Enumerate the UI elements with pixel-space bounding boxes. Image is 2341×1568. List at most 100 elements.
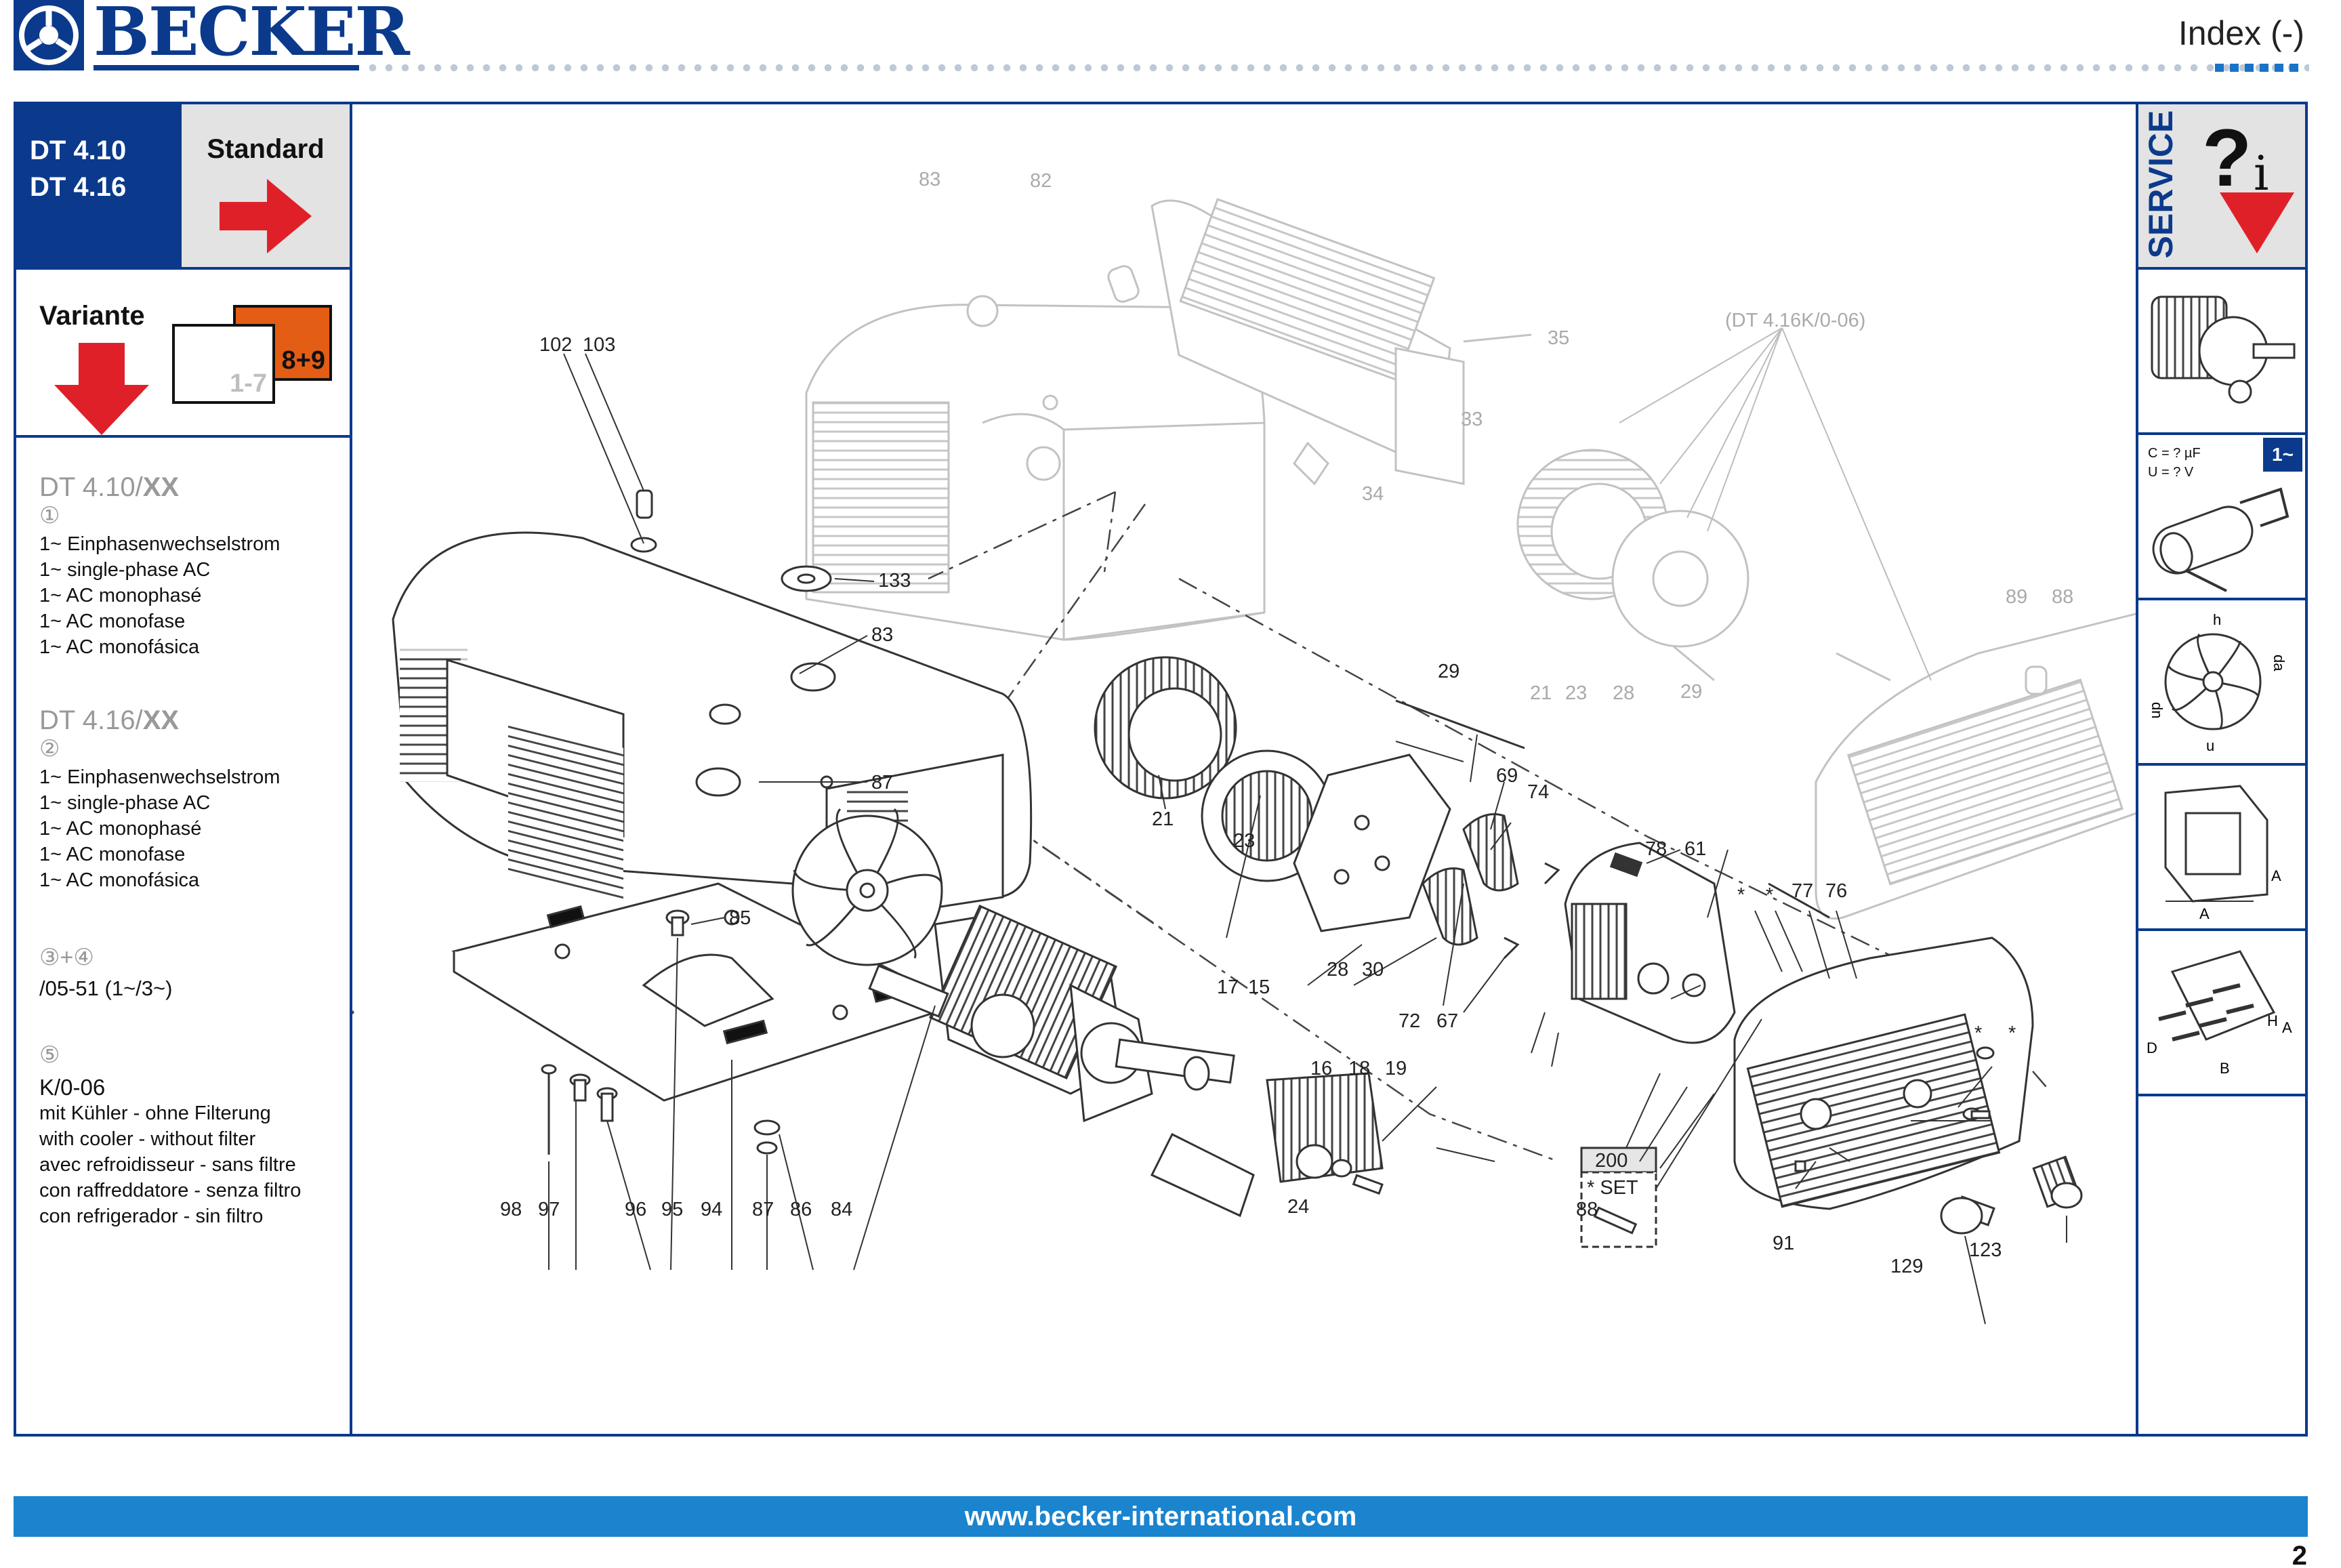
becker-logo-mark-icon	[14, 0, 84, 70]
left-info-panel: DT 4.10 DT 4.16 Standard Variante 8+9 1-…	[14, 102, 352, 1437]
label-33: 33	[1461, 409, 1483, 430]
label-17: 17	[1217, 976, 1239, 998]
label-123: 123	[1969, 1239, 2002, 1261]
label-21: 21	[1152, 808, 1174, 830]
variant-cards[interactable]: 8+9 1-7	[172, 305, 332, 407]
label-83: 83	[871, 624, 893, 646]
page-number: 2	[2292, 1541, 2307, 1568]
label-96: 96	[625, 1199, 646, 1220]
label-129: 129	[1890, 1256, 1923, 1277]
label-87: 87	[752, 1199, 774, 1220]
model-dt410: DT 4.10	[30, 136, 127, 165]
label-87-top: 87	[871, 772, 893, 793]
label-78: 78	[1645, 838, 1667, 860]
service-thumb-motor[interactable]	[2138, 270, 2305, 434]
label-74: 74	[1527, 781, 1549, 803]
label-23: 23	[1233, 830, 1255, 852]
exploded-view-panel: 83 82 35 33 34 89 88 90 21 23 28 29 (DT …	[350, 102, 2138, 1437]
footer-bar: www.becker-international.com	[14, 1496, 2308, 1537]
label-35: 35	[1548, 327, 1569, 349]
label-set: * SET	[1587, 1177, 1638, 1199]
part-set-box-200	[1580, 1018, 1762, 1248]
variant-k-0-06: ⑤ K/0-06 mit Kühler - ohne Filterung wit…	[39, 1042, 302, 1227]
svg-text:h: h	[2213, 611, 2221, 628]
service-button[interactable]: SERVICE ? i	[2138, 104, 2305, 268]
label-34: 34	[1362, 483, 1384, 505]
label-69: 69	[1496, 765, 1518, 787]
label-67: 67	[1436, 1010, 1458, 1032]
arrow-right-icon	[220, 179, 312, 253]
label-23-ghost: 23	[1565, 682, 1587, 704]
service-label: SERVICE	[2142, 110, 2180, 259]
standard-button[interactable]: Standard	[182, 104, 350, 268]
label-star-4: *	[2008, 1023, 2016, 1044]
label-19: 19	[1385, 1058, 1407, 1079]
svg-text:i: i	[2254, 146, 2269, 201]
variant-05-51: ③+④ /05-51 (1~/3~)	[39, 945, 173, 1000]
service-thumb-terminal-board[interactable]: D H A B	[2138, 931, 2305, 1095]
label-86: 86	[790, 1199, 812, 1220]
part-small-screws	[541, 489, 832, 1155]
label-88-ghost: 88	[2052, 586, 2073, 608]
exploded-parts-drawing: 83 82 35 33 34 89 88 90 21 23 28 29 (DT …	[352, 169, 2136, 1325]
label-94: 94	[701, 1199, 722, 1220]
label-star-2: *	[1766, 884, 1773, 906]
svg-text:B: B	[2220, 1060, 2230, 1077]
part-front-cover-61	[1564, 842, 1830, 1044]
label-star-3: *	[1974, 1023, 1982, 1044]
brand-name: BECKER	[94, 0, 410, 71]
single-phase-badge: 1~	[2263, 438, 2302, 472]
footer-website-link[interactable]: www.becker-international.com	[964, 1502, 1357, 1531]
variant-card-1-7[interactable]: 1-7	[172, 324, 275, 404]
label-30: 30	[1362, 959, 1384, 981]
label-15: 15	[1248, 976, 1270, 998]
index-squares-decoration	[2215, 64, 2303, 72]
service-thumb-flange[interactable]: A A	[2138, 766, 2305, 930]
label-76: 76	[1825, 880, 1847, 902]
svg-text:u: u	[2206, 737, 2214, 754]
label-91: 91	[1773, 1233, 1794, 1254]
svg-text:D: D	[2147, 1039, 2157, 1056]
label-24: 24	[1287, 1196, 1309, 1218]
label-85: 85	[729, 907, 751, 929]
label-97: 97	[538, 1199, 560, 1220]
label-72: 72	[1399, 1010, 1420, 1032]
variant-label: Variante	[39, 301, 145, 331]
svg-text:A: A	[2271, 867, 2281, 884]
ghost-variant-caption: (DT 4.16K/0-06)	[1725, 310, 1865, 331]
label-84: 84	[831, 1199, 852, 1220]
svg-text:da: da	[2271, 655, 2287, 672]
spec-dt416: DT 4.16/XX ② 1~ Einphasenwechselstrom 1~…	[39, 705, 281, 891]
spec-dt410: DT 4.10/XX ① 1~ Einphasenwechselstrom 1~…	[39, 472, 281, 658]
becker-logo: BECKER	[14, 0, 410, 70]
arrow-down-icon[interactable]	[54, 343, 149, 435]
label-21-ghost: 21	[1530, 682, 1552, 704]
label-200: 200	[1595, 1150, 1628, 1172]
part-rotor	[1150, 1056, 1384, 1218]
fan-dimensions-icon: h da dn u	[2149, 611, 2287, 754]
label-star-1: *	[1737, 884, 1745, 906]
label-28: 28	[1327, 959, 1348, 981]
capacitor-icon	[2152, 487, 2290, 592]
ghost-cooler-variant	[805, 198, 2136, 920]
label-18: 18	[1348, 1058, 1370, 1079]
label-88: 88	[1576, 1199, 1598, 1220]
service-panel: SERVICE ? i C = ? µF U = ? V 1~	[2136, 102, 2308, 1437]
model-dt416: DT 4.16	[30, 172, 127, 202]
help-info-icon: ? i	[2202, 112, 2294, 253]
label-61: 61	[1684, 838, 1706, 860]
index-label[interactable]: Index (-)	[2178, 14, 2304, 52]
service-thumb-fan[interactable]: h da dn u	[2138, 600, 2305, 764]
svg-text:H: H	[2267, 1012, 2278, 1029]
model-box: DT 4.10 DT 4.16	[16, 104, 182, 268]
motor-icon	[2151, 295, 2296, 404]
svg-text:A: A	[2282, 1019, 2292, 1036]
label-77: 77	[1791, 880, 1813, 902]
label-103: 103	[583, 334, 615, 356]
part-end-cover-88	[1733, 936, 2034, 1210]
service-thumb-capacitor[interactable]: C = ? µF U = ? V 1~	[2138, 435, 2305, 599]
label-29: 29	[1438, 661, 1459, 682]
label-28-ghost: 28	[1613, 682, 1634, 704]
part-motor	[868, 905, 1235, 1123]
label-29-ghost: 29	[1680, 681, 1702, 703]
